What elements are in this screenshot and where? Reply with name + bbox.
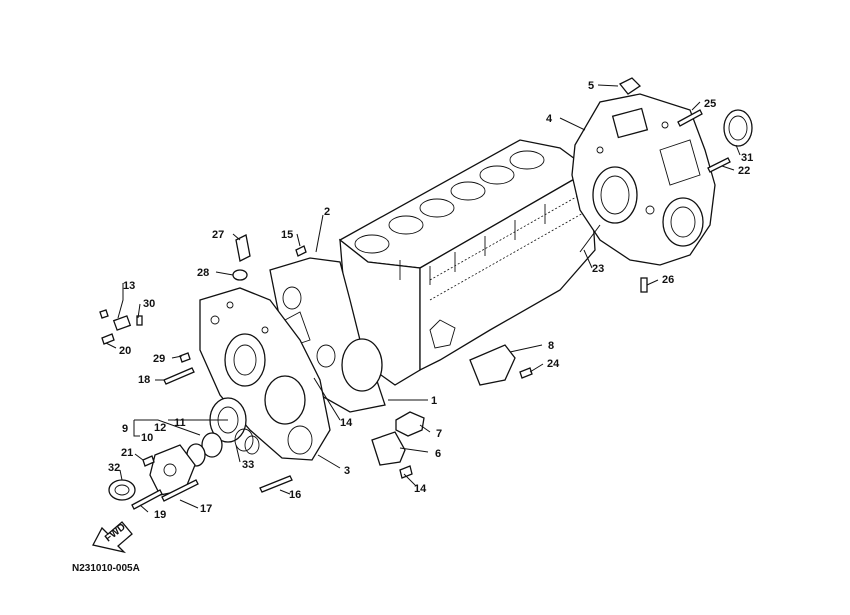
flywheel-housing [571, 93, 716, 266]
callout-25: 25 [704, 98, 716, 110]
callout-15: 15 [281, 229, 293, 241]
oil-seal [723, 109, 753, 147]
callout-3: 3 [344, 465, 350, 477]
callout-2: 2 [324, 206, 330, 218]
filler-cap [618, 77, 642, 95]
callout-4: 4 [546, 113, 553, 125]
drawing-code: N231010-005A [72, 563, 140, 574]
callout-8: 8 [548, 340, 554, 352]
callout-16: 16 [289, 489, 301, 501]
callout-12: 12 [154, 422, 166, 434]
callout-30: 30 [143, 298, 155, 310]
callout-32: 32 [108, 462, 120, 474]
callout-11: 11 [174, 417, 186, 429]
callout-29: 29 [153, 353, 165, 365]
callout-26: 26 [662, 274, 674, 286]
bolt-26 [640, 277, 648, 293]
callout-19: 19 [154, 509, 166, 521]
callout-13: 13 [123, 280, 135, 292]
callout-33: 33 [242, 459, 254, 471]
leader-lines [105, 84, 741, 513]
callout-17: 17 [200, 503, 212, 515]
callout-28: 28 [197, 267, 209, 279]
callout-1: 1 [431, 395, 437, 407]
oil-filler-neck [371, 411, 425, 479]
callout-14a: 14 [340, 417, 353, 429]
callout-5: 5 [588, 80, 594, 92]
stud-22 [707, 157, 731, 173]
callout-24: 24 [547, 358, 560, 370]
callout-18: 18 [138, 374, 150, 386]
mounting-bracket [469, 344, 533, 386]
cylinder-block [338, 139, 596, 386]
water-pump-assembly [186, 397, 247, 467]
callout-20: 20 [119, 345, 131, 357]
callout-22: 22 [738, 165, 750, 177]
gear-case [199, 287, 331, 461]
fwd-arrow-icon: FWD [92, 521, 133, 554]
callout-9: 9 [122, 423, 128, 435]
callout-23: 23 [592, 263, 604, 275]
front-bolts [99, 234, 307, 510]
o-rings [234, 428, 260, 455]
callout-10: 10 [141, 432, 153, 444]
callout-7: 7 [436, 428, 442, 440]
callout-21: 21 [121, 447, 133, 459]
callout-31: 31 [741, 152, 753, 164]
pulley [108, 479, 136, 501]
callout-6: 6 [435, 448, 441, 460]
callout-27: 27 [212, 229, 224, 241]
callout-labels: 1 2 3 4 5 6 7 8 9 10 11 12 13 14 14 15 1… [108, 80, 753, 521]
stud-23 [579, 224, 601, 253]
callout-14b: 14 [414, 483, 427, 495]
pump-cover [149, 444, 196, 496]
bolt-25 [677, 109, 703, 127]
